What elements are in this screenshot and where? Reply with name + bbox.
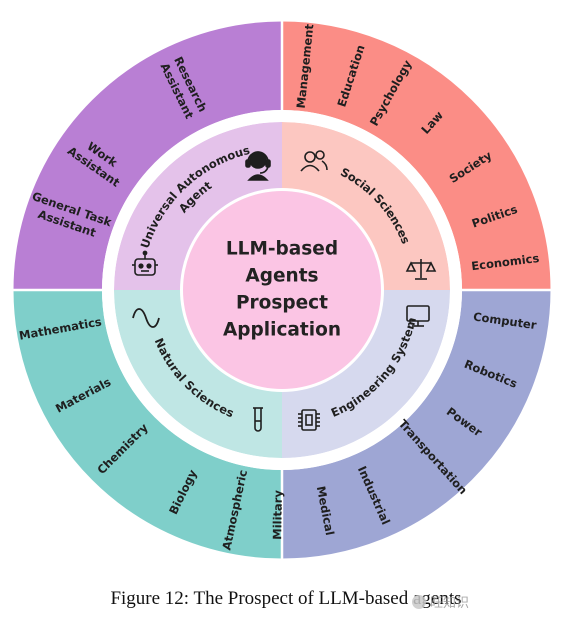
monitor-icon [406, 305, 430, 327]
outer-ring [13, 21, 551, 559]
outer-label-military: Military [270, 489, 285, 539]
outer-sector-engineering [282, 290, 551, 559]
outer-edge [12, 20, 552, 560]
scales-icon [405, 259, 437, 280]
inner-ring [114, 122, 450, 458]
inner-sector-social [282, 122, 450, 290]
center-title-line: Prospect [236, 293, 328, 314]
headset-agent-icon [245, 151, 271, 181]
test-tube-icon [253, 407, 263, 432]
chip-icon [298, 409, 320, 431]
watermark-text: 旺知识 [430, 596, 470, 611]
inner-sector-engineering [282, 290, 450, 458]
center-circle [180, 188, 384, 392]
outer-label-text: Military [270, 489, 285, 539]
separator-ring [102, 110, 462, 470]
outer-sector-universal [13, 21, 282, 290]
sine-wave-icon [132, 308, 160, 328]
people-icon [300, 150, 328, 172]
center-title-line: Application [223, 320, 341, 341]
outer-sector-natural [13, 290, 282, 559]
inner-sector-natural [114, 290, 282, 458]
inner-sector-universal [114, 122, 282, 290]
ring-dividers [12, 20, 552, 560]
watermark: 旺知识 [412, 592, 469, 611]
robot-icon [132, 250, 158, 276]
center-title-line: Agents [245, 266, 318, 287]
outer-sector-social [282, 21, 551, 290]
figure-caption: Figure 12: The Prospect of LLM-based age… [110, 588, 462, 609]
watermark-logo-icon [412, 595, 426, 609]
center-disc [183, 191, 381, 389]
center-title-line: LLM-based [226, 239, 338, 260]
